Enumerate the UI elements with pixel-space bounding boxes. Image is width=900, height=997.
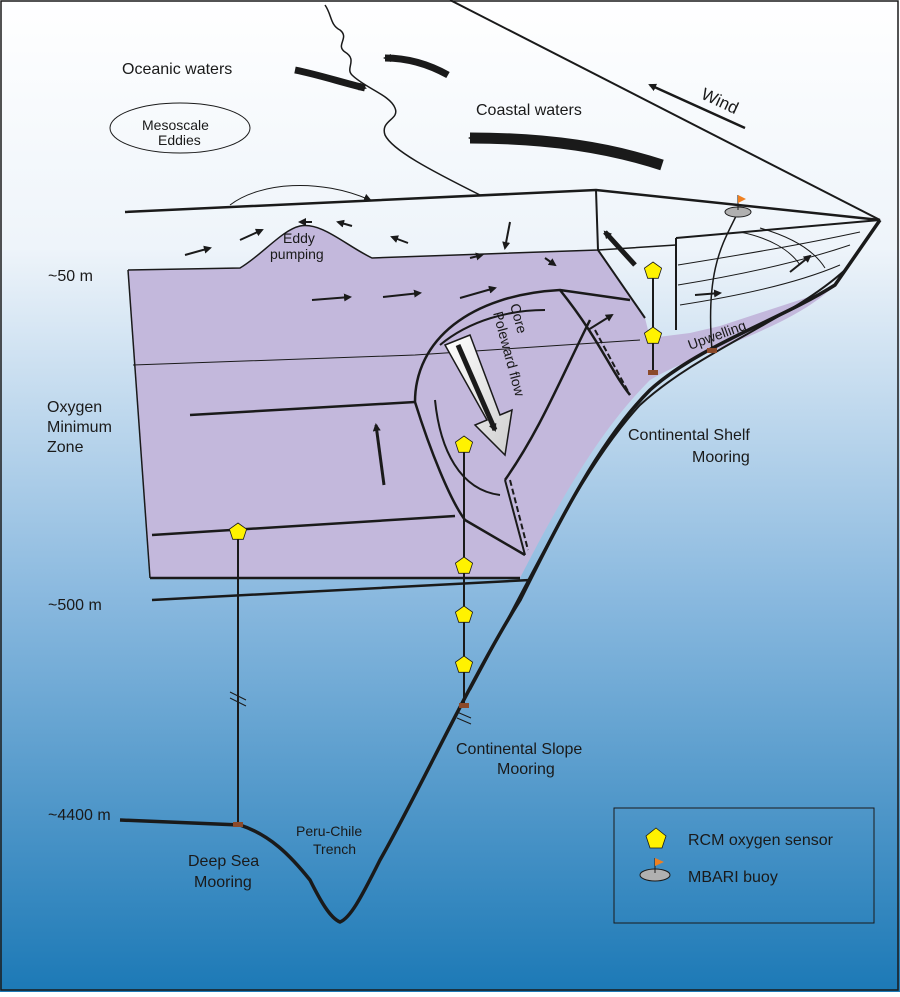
core-cylinder-dashed [509,329,631,551]
legend-sensor-label: RCM oxygen sensor [688,832,834,849]
oxygen-sensor-3 [454,435,474,453]
depth-plane-mid-1 [132,339,641,366]
legend-sensor-icon [645,827,667,849]
oxygen-sensor-1 [643,261,663,279]
seafloor-profile [119,219,882,924]
small-current-arrows [184,218,812,486]
label-depth-500m: ~500 m [48,597,102,614]
poleward-flow-arrow-core [455,344,498,432]
legend-box [613,807,875,924]
shelf-inner-layer-1 [677,231,861,266]
label-eddy: Eddy [283,230,315,246]
legend-buoy-icon [639,858,671,882]
shelf-outer-edge [469,269,846,691]
shelf-mooring [648,265,658,375]
coastal-waters-arrow [468,132,664,171]
label-coastal-waters: Coastal waters [476,102,582,119]
label-omz-minimum: Minimum [47,419,112,436]
label-eddies: Eddies [158,132,201,148]
buoy-mooring [707,211,739,353]
mesoscale-eddies-ellipse [109,102,251,154]
label-oceanic-waters: Oceanic waters [122,61,232,78]
oceanic-arrow-left [383,54,450,79]
label-trench-1: Peru-Chile [296,823,362,839]
legend-buoy-label: MBARI buoy [688,869,778,886]
legend: RCM oxygen sensor MBARI buoy [613,807,875,924]
label-mesoscale: Mesoscale [142,117,209,133]
oxygen-sensor-2 [643,326,663,344]
coast-diagonal [449,0,881,221]
oxygen-sensor-5 [454,605,474,623]
label-deep-mooring-1: Deep Sea [188,853,259,870]
core-cylinder-outline [413,288,631,557]
upwelling-curves [739,227,826,269]
label-shelf-mooring-2: Mooring [692,449,750,466]
label-trench-2: Trench [313,841,356,857]
core-cylinder-inner [434,309,546,556]
wind-arrow [648,83,746,130]
shelf-box-right [675,219,881,239]
oxygen-sensor-4 [454,556,474,574]
shelf-upwelling-arrow [603,230,637,267]
rcm-oxygen-sensors [228,261,663,673]
omz-left-edge [127,269,151,579]
depth-plane-lower [151,514,456,537]
coastline-squiggle [324,4,481,196]
eddy-surface-arc [229,184,372,206]
mbari-buoy-icon [724,195,752,218]
shelf-inner-layer-3 [679,264,841,306]
shelf-inner-layer-2 [677,244,851,286]
label-core: Core [507,302,530,336]
label-omz-oxygen: Oxygen [47,399,102,416]
label-depth-50m: ~50 m [48,268,93,285]
oxygen-sensor-7 [228,522,248,540]
label-shelf-mooring-1: Continental Shelf [628,427,750,444]
deep-sea-mooring [229,532,247,827]
label-deep-mooring-2: Mooring [194,874,252,891]
depth-plane-500m [150,576,531,602]
label-omz-zone: Zone [47,439,84,456]
depth-plane-mid-2 [189,400,416,417]
label-slope-mooring-1: Continental Slope [456,741,582,758]
oceanic-arrow-right [294,66,367,92]
label-depth-4400m: ~4400 m [48,807,111,824]
oxygen-sensor-6 [454,655,474,673]
label-slope-mooring-2: Mooring [497,761,555,778]
label-pumping: pumping [270,246,324,262]
